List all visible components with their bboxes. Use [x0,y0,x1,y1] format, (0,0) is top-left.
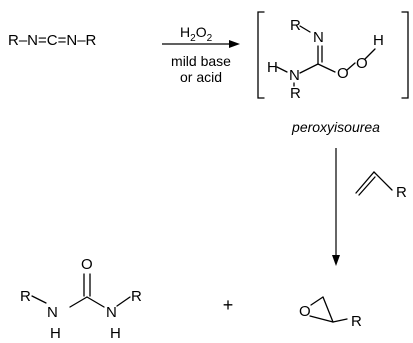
atom-o-2: O [356,55,368,72]
atom-n-imine: N [313,29,324,46]
bond-h-n [276,66,288,73]
urea-atom-r-left: R [20,288,31,305]
atom-n-amine: N [289,67,300,84]
urea-bond-c-nright [86,296,105,308]
urea-atom-n-right: N [106,304,117,321]
atom-r-bottom: R [290,85,301,102]
urea-atom-r-right: R [131,288,142,305]
intermediate-name: peroxyisourea [291,119,380,135]
alkene-skeleton [355,171,393,194]
epoxide-bond-c-r [332,318,348,323]
atom-o-1: O [337,65,349,82]
condition-line-1: mild base [171,53,231,69]
alkene-double-bond [358,176,376,196]
atom-r-top: R [290,17,301,34]
atom-h-peroxy: H [373,32,384,49]
epoxide-atom-r: R [351,313,362,330]
carbodiimide-formula: R–N=C=N–R [8,32,97,49]
epoxide-bond-o-c2 [310,296,324,306]
epoxide-bond-o-c1 [309,315,334,323]
alkene-r: R [396,184,407,201]
urea-atom-h-right: H [110,325,121,342]
urea-bond-rleft-n [31,295,47,304]
epoxide-bond-c-c [322,296,334,323]
urea-atom-o: O [81,256,93,273]
bond-r-n [299,25,311,33]
urea-atom-n-left: N [47,304,58,321]
plus-sign: + [223,295,234,315]
bracket-left [257,11,265,99]
bracket-right [401,11,409,99]
bond-c-n-amine [299,63,319,74]
urea-atom-h-left: H [50,325,61,342]
epoxide-atom-o: O [299,303,311,320]
bond-o-h [364,48,376,60]
urea-bond-c-nleft [69,296,88,308]
arrowhead-horizontal [229,40,240,48]
condition-line-2: or acid [180,69,222,85]
arrowhead-vertical [332,255,340,266]
bond-o-o [346,62,356,71]
oxidant-label: H2O2 [180,24,213,44]
atom-h-amine: H [267,59,278,76]
urea-bond-nright-r [116,296,131,307]
bond-c-o [317,63,336,73]
